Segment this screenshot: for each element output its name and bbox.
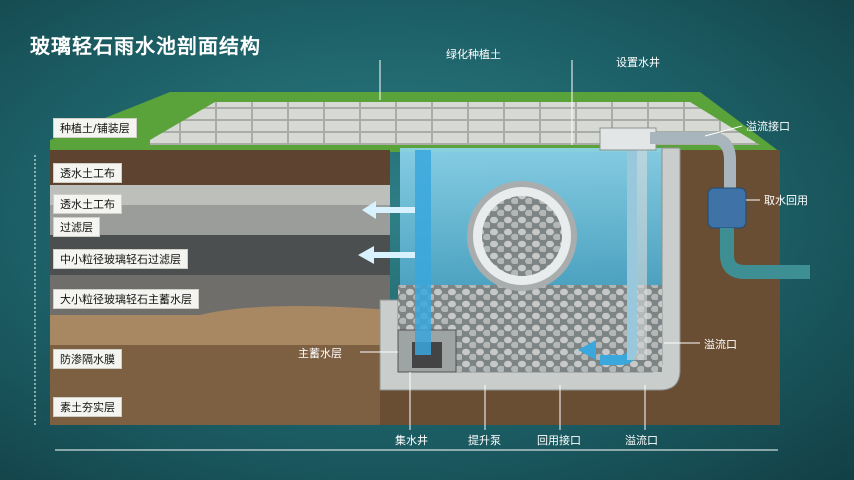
label-main-storage-layer: 大小粒径玻璃轻石主蓄水层 — [53, 289, 199, 309]
label-reuse-connector: 回用接口 — [537, 434, 581, 447]
glass-stone-core — [482, 196, 562, 276]
label-geotextile-2: 透水土工布 — [53, 194, 122, 214]
label-overflow-connector: 溢流接口 — [746, 120, 790, 133]
label-planting-paving: 种植土/铺装层 — [53, 118, 137, 138]
label-membrane: 防渗隔水膜 — [53, 349, 122, 369]
label-setting-well: 设置水井 — [616, 56, 660, 69]
page-title: 玻璃轻石雨水池剖面结构 — [30, 34, 261, 58]
layer-geotextile-1 — [50, 185, 390, 205]
intake-valve — [707, 187, 747, 229]
leader-overflow-port — [704, 125, 743, 137]
flow-arrow-upper-head — [362, 201, 376, 219]
label-planting-soil: 绿化种植土 — [446, 48, 501, 61]
flow-arrow-lower-head — [358, 246, 374, 264]
label-pump: 提升泵 — [468, 434, 501, 447]
label-main-storage: 主蓄水层 — [298, 347, 342, 360]
well-pipe — [627, 140, 647, 360]
layer-impermeable-membrane — [50, 306, 390, 345]
label-bottom-overflow: 溢流口 — [625, 434, 658, 447]
inlet-stream — [415, 150, 431, 355]
leader-lines — [34, 60, 778, 451]
label-sump: 集水井 — [395, 434, 428, 447]
label-geotextile-1: 透水土工布 — [53, 163, 122, 183]
under-tank-soil — [380, 390, 670, 425]
label-water-intake: 取水回用 — [764, 194, 808, 207]
overflow-connector-pipe — [650, 132, 736, 190]
label-compacted-soil: 素土夯实层 — [53, 397, 122, 417]
flow-arrow-overflow-head — [578, 340, 596, 360]
storage-tank — [379, 140, 681, 391]
reuse-pipe — [720, 228, 810, 279]
label-overflow-outlet: 溢流口 — [704, 338, 737, 351]
well-cap — [599, 127, 657, 151]
label-filter: 过滤层 — [53, 217, 100, 237]
pipework — [599, 127, 810, 279]
label-fine-glass-stone: 中小粒径玻璃轻石过滤层 — [53, 249, 188, 269]
flow-arrows — [358, 201, 596, 360]
